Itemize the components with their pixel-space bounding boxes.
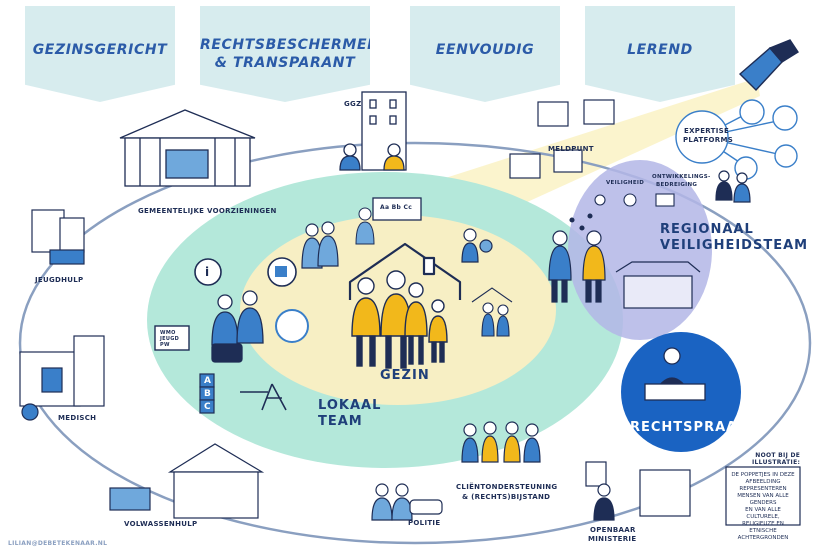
label-volwassenhulp: VOLWASSENHULP [124, 520, 197, 528]
note-title: NOOT BIJ DE ILLUSTRATIE: [752, 452, 800, 466]
label-team: TEAM [318, 414, 363, 429]
label-expertise: EXPERTISE [684, 127, 729, 135]
label-openbaar: OPENBAAR [590, 526, 636, 534]
note-line: EN VAN ALLE CULTURELE, [728, 507, 798, 521]
label-meldpunt: MELDPUNT [548, 145, 594, 153]
youth-care-building-icon [32, 210, 84, 264]
label-lokaal: LOKAAL [318, 398, 381, 413]
puzzle-bubble-icon [268, 258, 296, 286]
note-text: DE POPPETJES IN DEZE AFBEELDING REPRESEN… [728, 472, 798, 542]
note-line: DE POPPETJES IN DEZE [728, 472, 798, 479]
label-block-b: B [204, 389, 211, 399]
label-clientondersteuning-2: & (RECHTS)BIJSTAND [462, 493, 550, 501]
note-line: RELIGIEUZE EN ETNISCHE [728, 521, 798, 535]
flashlight-icon [740, 40, 798, 90]
town-hall-icon [120, 110, 255, 186]
label-regionaal: REGIONAAL [660, 222, 754, 237]
label-bedreiging: BEDREIGING [656, 182, 697, 188]
label-ggz: GGZ [344, 100, 361, 108]
label-jeugdhulp: JEUGDHULP [35, 276, 83, 284]
label-clientondersteuning-1: CLIËNTONDERSTEUNING [456, 483, 557, 491]
label-ministerie: MINISTERIE [588, 535, 636, 543]
label-block-a: A [204, 376, 211, 386]
label-credit: LILIAN@DEBETEKENAAR.NL [8, 540, 107, 547]
note-title-line: ILLUSTRATIE: [752, 459, 800, 466]
label-veiligheidsteam: VEILIGHEIDSTEAM [660, 238, 808, 253]
medical-building-icon [20, 336, 104, 420]
label-block-c: C [204, 402, 211, 412]
police-icon [372, 484, 442, 520]
label-rechtspraak: RECHTSPRAAK [630, 420, 748, 435]
label-ontwikkeling: ONTWIKKELINGS- [652, 174, 711, 180]
experts-icon [716, 171, 750, 202]
label-platforms: PLATFORMS [683, 136, 733, 144]
label-gemeentelijke-voorzieningen: GEMEENTELIJKE VOORZIENINGEN [138, 207, 277, 215]
note-line: ACHTERGRONDEN [728, 535, 798, 542]
note-title-line: NOOT BIJ DE [752, 452, 800, 459]
note-line: AFBEELDING REPRESENTEREN [728, 479, 798, 493]
prosecutor-icon [586, 462, 690, 520]
label-veiligheid: VEILIGHEID [606, 180, 644, 186]
label-board: Aa Bb Cc [380, 204, 412, 211]
label-politie: POLITIE [408, 519, 440, 527]
note-line: MENSEN VAN ALLE GENDERS [728, 493, 798, 507]
adult-care-building-icon [110, 444, 262, 518]
label-info: i [205, 265, 209, 279]
label-gezin: GEZIN [380, 368, 430, 383]
label-medisch: MEDISCH [58, 414, 96, 422]
label-wmo-line: PW [160, 342, 179, 348]
